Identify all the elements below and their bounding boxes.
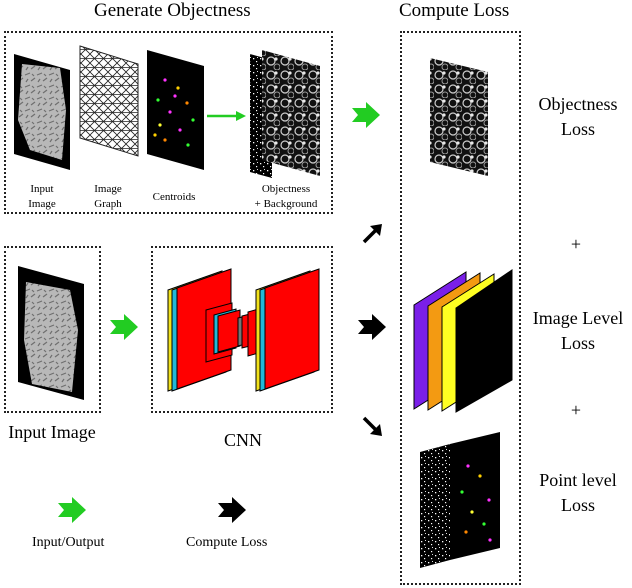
generate-objectness-heading: Generate Objectness — [94, 0, 251, 21]
cnn-graphic — [167, 268, 320, 392]
compute-loss-panel — [400, 31, 521, 585]
objectness-background-label: Objectness + Background — [254, 183, 318, 210]
image-graph — [79, 45, 139, 157]
generate-objectness-panel — [4, 31, 333, 214]
loss-objectness-image — [430, 58, 488, 176]
legend-black-arrow-icon — [218, 497, 246, 523]
middle-input-image-label: Input Image — [8, 422, 96, 442]
centroids-image — [147, 50, 204, 170]
point-level-loss-label: Point level Loss — [539, 470, 617, 515]
black-arrow-down — [362, 416, 382, 436]
middle-input-image — [18, 266, 84, 400]
black-arrow-up — [362, 224, 382, 244]
input-image-label: Input Image — [28, 183, 56, 210]
objectness-loss-label: Objectness Loss — [538, 94, 618, 139]
cnn-label: CNN — [223, 430, 262, 450]
green-arrow-top — [207, 111, 246, 121]
top-input-image — [14, 54, 70, 170]
centroids-label: Centroids — [152, 191, 196, 203]
legend-compute-loss-label: Compute Loss — [186, 535, 268, 550]
legend-green-arrow-icon — [58, 497, 86, 523]
legend-input-output-label: Input/Output — [32, 535, 105, 550]
green-arrow-to-loss — [352, 102, 380, 128]
plus-sign-2: + — [570, 400, 582, 420]
image-graph-label: Image Graph — [94, 183, 122, 210]
black-arrow-right — [358, 314, 386, 340]
image-level-feature-maps — [413, 269, 513, 413]
input-image-panel — [4, 246, 101, 413]
image-level-loss-label: Image Level Loss — [532, 308, 624, 353]
cnn-panel — [151, 246, 333, 413]
green-arrow-middle — [110, 314, 138, 340]
objectness-background-image — [250, 50, 320, 178]
point-level-image — [420, 432, 500, 568]
plus-sign-1: + — [570, 234, 582, 254]
compute-loss-heading: Compute Loss — [399, 0, 510, 21]
